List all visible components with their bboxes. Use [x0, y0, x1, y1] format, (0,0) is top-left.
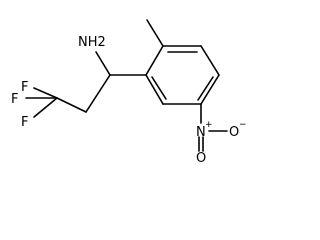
bond-ch2-ch [85, 74, 111, 113]
bond-methyl [146, 19, 164, 47]
structure-diagram: NH2 F F F N + O − O [11, 19, 247, 166]
ring-double-bond-right [197, 76, 214, 101]
ring-bond-4 [200, 74, 220, 105]
nitro-negative-charge: − [239, 120, 247, 130]
fluorine-left-label: F [11, 92, 18, 107]
molecule-drawing: NH2 F F F N + O − O [11, 19, 247, 166]
bond-c-f-top [33, 87, 58, 99]
nitro-oxygen-bottom-label: O [196, 151, 206, 166]
bond-ch-nh2 [95, 51, 111, 76]
nitro-positive-charge: + [205, 120, 213, 130]
amine-label: NH2 [78, 35, 106, 50]
ring-bond-6 [145, 74, 164, 105]
fluorine-top-label: F [21, 80, 28, 95]
fluorine-bottom-label: F [21, 115, 28, 130]
ring-bond-3 [200, 45, 220, 76]
bond-c-f-bottom [33, 97, 58, 118]
nitro-nitrogen-label: N [196, 125, 206, 140]
nitro-oxygen-right-label: O [229, 125, 239, 140]
ring-double-bond-left [151, 76, 167, 100]
bond-cf3-ch2 [56, 97, 87, 113]
ring-bond-1 [145, 45, 164, 76]
